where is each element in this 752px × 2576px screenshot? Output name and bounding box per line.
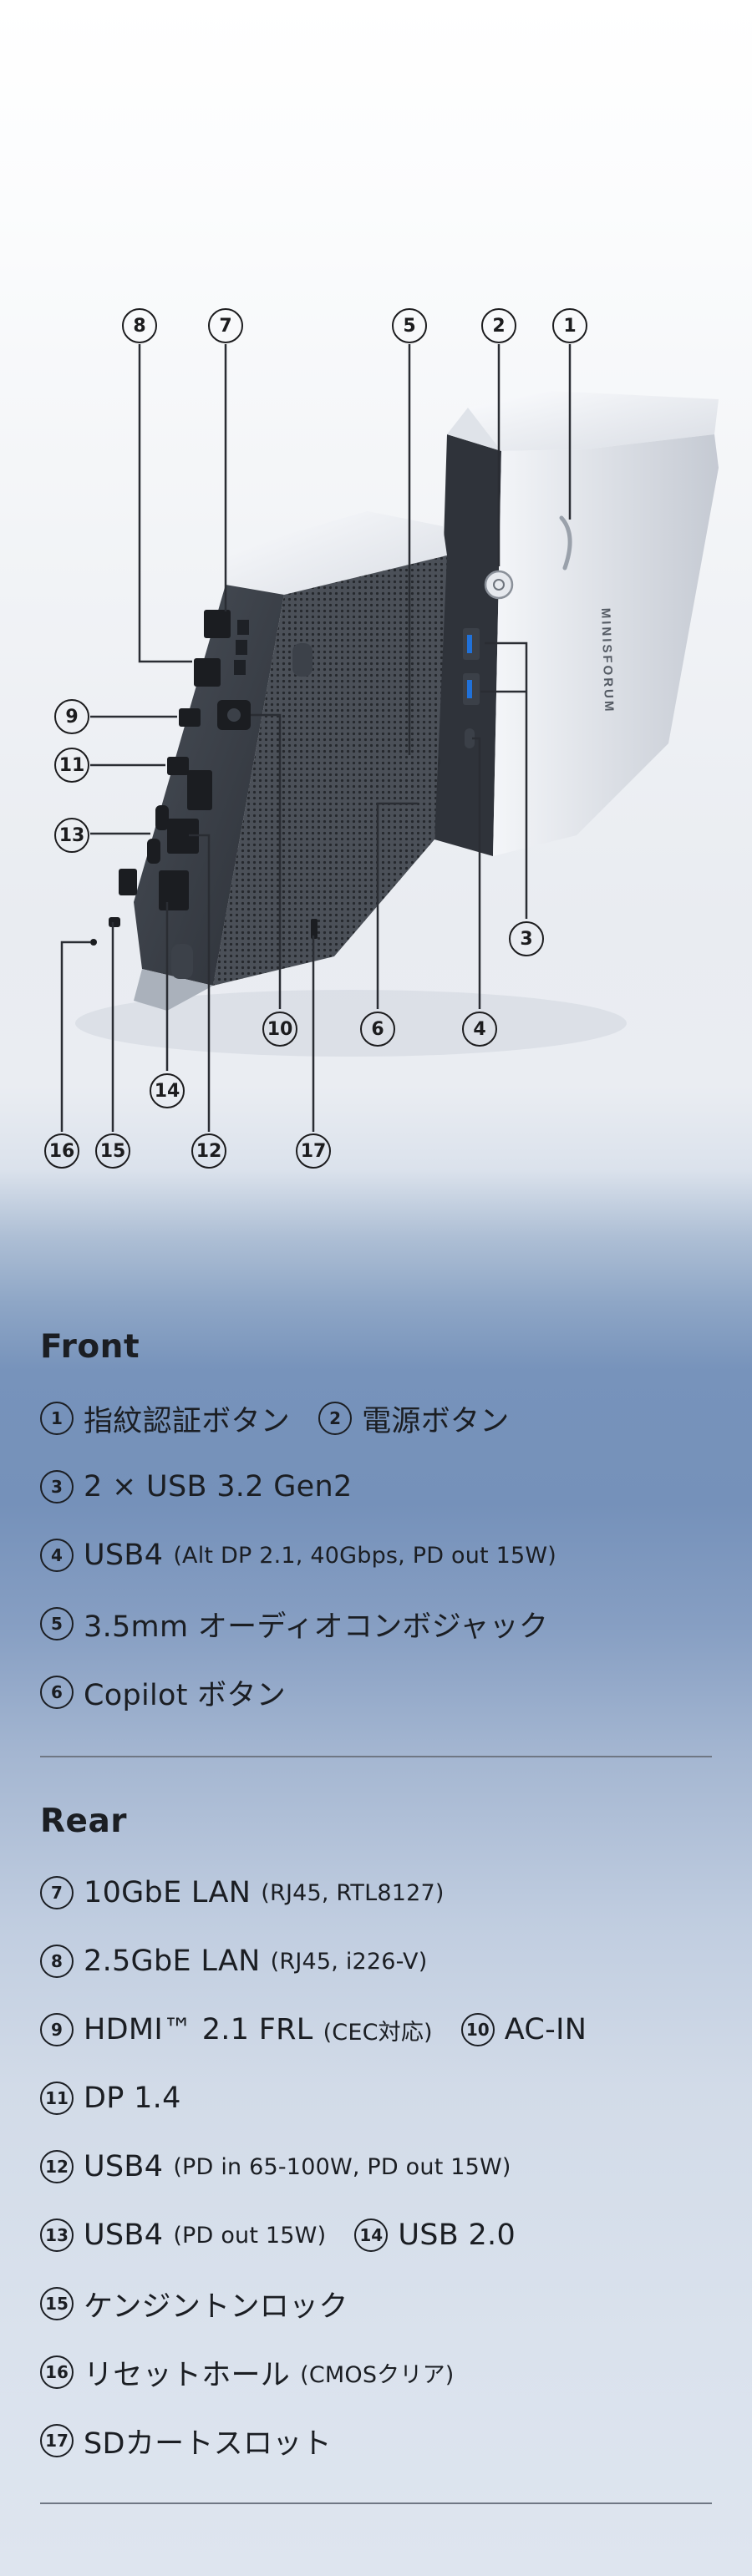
spec-number: 5 bbox=[40, 1607, 74, 1640]
spec-number: 1 bbox=[40, 1402, 74, 1435]
callout-8: 8 bbox=[122, 308, 157, 343]
spec-number: 4 bbox=[40, 1539, 74, 1572]
spec-label: 電源ボタン bbox=[362, 1404, 510, 1438]
spec-detail: (PD in 65-100W, PD out 15W) bbox=[173, 2153, 511, 2180]
rear-row-8: 16 リセットホール (CMOSクリア) bbox=[40, 2350, 455, 2394]
spec-label: AC-IN bbox=[504, 2013, 587, 2046]
callout-17: 17 bbox=[296, 1133, 331, 1169]
callout-9: 9 bbox=[54, 699, 89, 734]
spec-number: 9 bbox=[40, 2013, 74, 2046]
power-button-drawing bbox=[484, 570, 514, 600]
spec-label: 3.5mm オーディオコンボジャック bbox=[84, 1610, 549, 1644]
rear-unit bbox=[90, 511, 447, 1011]
brand-logo: MINISFORUM bbox=[598, 608, 616, 714]
usb2-port bbox=[119, 869, 137, 895]
spec-number: 10 bbox=[460, 2013, 495, 2046]
spec-label: リセットホール bbox=[84, 2358, 291, 2392]
spec-number: 15 bbox=[40, 2287, 74, 2320]
spec-detail: (Alt DP 2.1, 40Gbps, PD out 15W) bbox=[173, 1542, 556, 1569]
callout-12: 12 bbox=[191, 1133, 226, 1169]
spec-number: 8 bbox=[40, 1945, 74, 1978]
spec-label: USB 2.0 bbox=[398, 2219, 516, 2252]
callout-1: 1 bbox=[552, 308, 587, 343]
hdmi-port bbox=[179, 708, 201, 727]
sd-slot bbox=[311, 919, 318, 939]
spec-label: 2 × USB 3.2 Gen2 bbox=[84, 1470, 353, 1504]
spec-label: 2.5GbE LAN bbox=[84, 1945, 261, 1978]
rear-row-4: 11 DP 1.4 bbox=[40, 2077, 181, 2120]
front-row-2: 3 2 × USB 3.2 Gen2 bbox=[40, 1465, 353, 1509]
spec-detail: (CEC対応) bbox=[323, 2019, 433, 2046]
callout-4: 4 bbox=[462, 1012, 497, 1047]
spec-number: 11 bbox=[40, 2082, 74, 2115]
rear-row-3: 9 HDMI™ 2.1 FRL (CEC対応) 10 AC-IN bbox=[40, 2008, 587, 2051]
spec-label: USB4 bbox=[84, 2150, 164, 2183]
spec-detail: (PD out 15W) bbox=[173, 2222, 327, 2249]
spec-label: USB4 bbox=[84, 1539, 164, 1572]
spec-detail: (RJ45, i226-V) bbox=[270, 1948, 428, 1975]
rear-row-9: 17 SDカートスロット bbox=[40, 2419, 332, 2462]
bottom-divider bbox=[40, 2502, 712, 2504]
callout-15: 15 bbox=[95, 1133, 130, 1169]
callout-14: 14 bbox=[150, 1073, 185, 1108]
callout-7: 7 bbox=[208, 308, 243, 343]
front-row-4: 5 3.5mm オーディオコンボジャック bbox=[40, 1602, 548, 1645]
leader-lines bbox=[60, 344, 572, 1132]
front-section-title: Front bbox=[40, 1328, 140, 1366]
spec-label: ケンジントンロック bbox=[84, 2289, 348, 2324]
spec-number: 14 bbox=[354, 2219, 389, 2252]
spec-number: 3 bbox=[40, 1470, 74, 1504]
dp-port bbox=[167, 757, 189, 775]
spec-number: 13 bbox=[40, 2219, 74, 2252]
rear-row-5: 12 USB4 (PD in 65-100W, PD out 15W) bbox=[40, 2145, 511, 2188]
lan-2-5gbe-port bbox=[194, 658, 221, 687]
spec-detail: (RJ45, RTL8127) bbox=[261, 1879, 445, 1906]
spec-number: 17 bbox=[40, 2424, 74, 2457]
spec-label: 10GbE LAN bbox=[84, 1876, 252, 1909]
spec-label: USB4 bbox=[84, 2219, 164, 2252]
rear-row-2: 8 2.5GbE LAN (RJ45, i226-V) bbox=[40, 1940, 427, 1983]
reset-hole bbox=[90, 939, 97, 946]
spec-number: 2 bbox=[318, 1402, 353, 1435]
spec-label: Copilot ボタン bbox=[84, 1678, 287, 1712]
spec-label: HDMI™ 2.1 FRL bbox=[84, 2013, 313, 2046]
kensington-lock bbox=[109, 917, 120, 927]
callout-3: 3 bbox=[509, 921, 544, 956]
callout-5: 5 bbox=[392, 308, 427, 343]
callout-11: 11 bbox=[54, 748, 89, 783]
spec-number: 12 bbox=[40, 2150, 74, 2183]
callout-2: 2 bbox=[481, 308, 516, 343]
mini-pc-drawing: MINISFORUM bbox=[60, 344, 719, 1132]
callout-6: 6 bbox=[360, 1012, 395, 1047]
spec-number: 6 bbox=[40, 1676, 74, 1709]
callout-13: 13 bbox=[54, 818, 89, 853]
lan-10gbe-port bbox=[204, 610, 231, 638]
spec-label: SDカートスロット bbox=[84, 2426, 332, 2461]
spec-number: 16 bbox=[40, 2355, 74, 2389]
callout-16: 16 bbox=[44, 1133, 79, 1169]
spec-label: 指紋認証ボタン bbox=[84, 1404, 291, 1438]
front-row-5: 6 Copilot ボタン bbox=[40, 1671, 286, 1714]
rear-row-6: 13 USB4 (PD out 15W) 14 USB 2.0 bbox=[40, 2213, 516, 2257]
product-illustration: MINISFORUM bbox=[0, 0, 752, 1203]
spec-number: 7 bbox=[40, 1876, 74, 1909]
callout-10: 10 bbox=[262, 1012, 297, 1047]
section-divider bbox=[40, 1756, 712, 1757]
front-row-3: 4 USB4 (Alt DP 2.1, 40Gbps, PD out 15W) bbox=[40, 1534, 556, 1577]
rear-section-title: Rear bbox=[40, 1803, 128, 1840]
spec-detail: (CMOSクリア) bbox=[300, 2361, 455, 2388]
usb-c-front-port bbox=[465, 728, 475, 748]
usb4-port-2 bbox=[147, 839, 160, 864]
spec-label: DP 1.4 bbox=[84, 2082, 181, 2115]
front-row-1: 1 指紋認証ボタン 2 電源ボタン bbox=[40, 1397, 510, 1440]
rear-row-1: 7 10GbE LAN (RJ45, RTL8127) bbox=[40, 1871, 445, 1914]
usb4-port-1 bbox=[155, 805, 169, 830]
rear-row-7: 15 ケンジントンロック bbox=[40, 2282, 348, 2325]
